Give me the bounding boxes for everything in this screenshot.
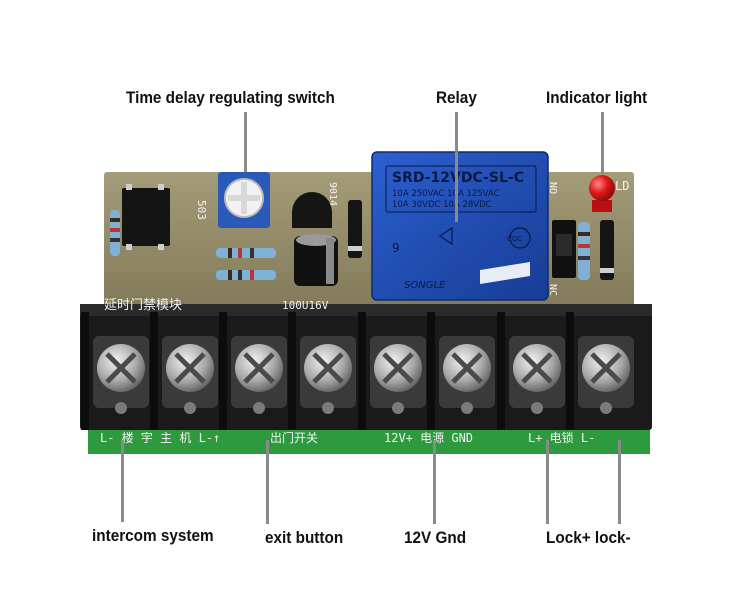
screw-terminal-8[interactable]: [566, 312, 634, 430]
relay-pin-number: 9: [392, 241, 400, 255]
lock-plus-leader-line: [546, 440, 549, 524]
screw-terminal-1[interactable]: [81, 312, 149, 430]
terminal-label-intercom: L- 楼 宇 主 机 L-↑: [100, 430, 220, 445]
electrolytic-capacitor: [294, 234, 338, 286]
screw-terminal-2[interactable]: [150, 312, 218, 430]
exit-leader-line: [266, 440, 269, 524]
lock-terminals-label: Lock+ lock-: [546, 528, 631, 547]
relay-model: SRD-12VDC-SL-C: [392, 170, 524, 186]
terminal-label-lock: L+ 电锁 L-: [528, 430, 595, 445]
indicator-light-label: Indicator light: [546, 88, 648, 107]
indicator-leader-line: [601, 112, 604, 174]
screw-terminal-6[interactable]: [427, 312, 495, 430]
transistor-label: 9014: [327, 182, 338, 206]
screw-terminal-7[interactable]: [497, 312, 565, 430]
diode: [600, 220, 614, 280]
relay: [371, 151, 549, 301]
resistor: [578, 222, 590, 280]
exit-button-label: exit button: [265, 528, 344, 547]
resistor: [216, 270, 276, 280]
time-delay-leader-line: [244, 112, 247, 172]
time-delay-switch-label: Time delay regulating switch: [126, 88, 335, 107]
no-label: NO: [547, 182, 558, 194]
resistor: [216, 248, 276, 258]
lock-minus-leader-line: [618, 440, 621, 524]
indicator-led: [589, 175, 615, 212]
screw-terminal-3[interactable]: [219, 312, 287, 430]
relay-label: Relay: [436, 88, 477, 107]
intercom-leader-line: [121, 440, 124, 522]
time-delay-potentiometer[interactable]: [218, 172, 270, 228]
pot-code-label: 503: [195, 200, 208, 220]
power-leader-line: [433, 440, 436, 524]
no-nc-jumper[interactable]: [552, 220, 576, 278]
relay-brand: SONGLE: [404, 280, 446, 291]
power-12v-gnd-label: 12V Gnd: [404, 528, 467, 547]
resistor: [110, 210, 120, 256]
intercom-system-label: intercom system: [92, 526, 214, 545]
led-label: LD: [615, 179, 629, 193]
capacitor-label: 100U16V: [282, 299, 329, 312]
relay-cert: CQC: [507, 235, 522, 243]
diode: [348, 200, 362, 258]
relay-rating-ac: 10A 250VAC 10A 125VAC: [392, 189, 500, 199]
screw-terminal-4[interactable]: [288, 312, 356, 430]
relay-leader-line: [455, 112, 458, 222]
relay-rating-dc: 10A 30VDC 10A 28VDC: [392, 200, 492, 210]
screw-terminal-5[interactable]: [358, 312, 426, 430]
terminal-label-exit: 出门开关: [270, 430, 318, 445]
board-title: 延时门禁模块: [104, 298, 182, 313]
terminal-label-power: 12V+ 电源 GND: [384, 431, 473, 445]
transistor: [292, 192, 332, 228]
optocoupler-chip: [122, 184, 170, 250]
nc-label: NC: [547, 284, 558, 296]
